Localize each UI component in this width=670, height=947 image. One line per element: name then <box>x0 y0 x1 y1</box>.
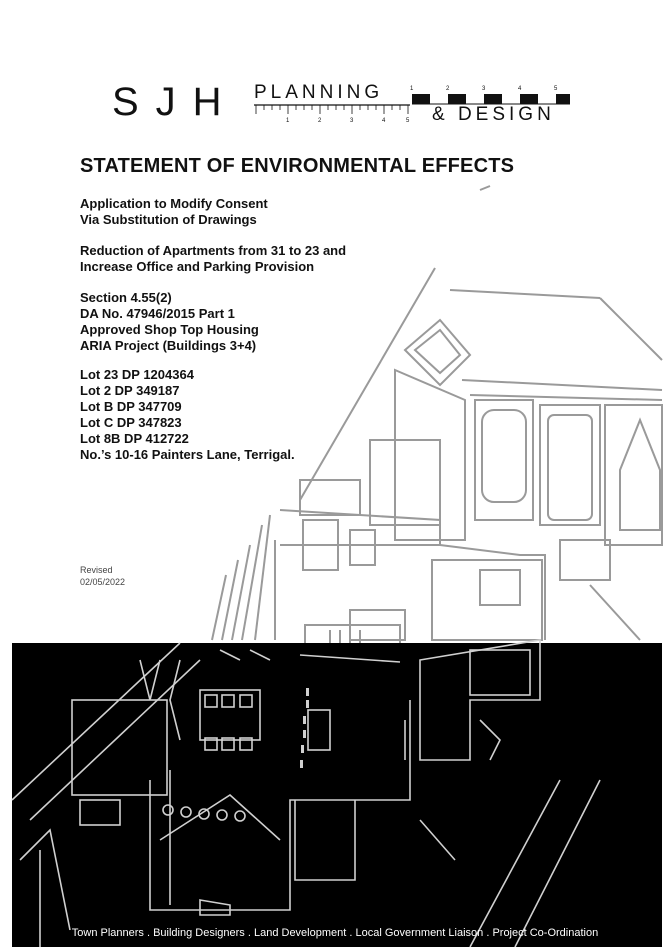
ruler-top-number-3: 3 <box>482 86 486 92</box>
plan-lower-dashes <box>300 688 309 768</box>
revised-label: Revised <box>80 565 113 575</box>
ruler-top-number-1: 1 <box>410 86 414 92</box>
logo-planning-text: PLANNING <box>254 82 384 103</box>
lot-line: Lot B DP 347709 <box>80 399 182 414</box>
lot-line: Lot 23 DP 1204364 <box>80 367 194 382</box>
revised-date: 02/05/2022 <box>80 577 126 587</box>
lot-line: Lot C DP 347823 <box>80 415 182 430</box>
ruler-bottom-number-1: 1 <box>286 118 290 124</box>
ruler-bottom-number-4: 4 <box>382 118 386 124</box>
application-line: Via Substitution of Drawings <box>80 212 257 227</box>
ruler-top-number-5: 5 <box>554 86 558 92</box>
section-line: Approved Shop Top Housing <box>80 322 259 337</box>
lots-block: Lot 23 DP 1204364 Lot 2 DP 349187 Lot B … <box>80 367 295 463</box>
ruler-bottom-number-3: 3 <box>350 118 354 124</box>
ruler-top-number-2: 2 <box>446 86 450 92</box>
lot-line: Lot 2 DP 349187 <box>80 383 180 398</box>
section-block: Section 4.55(2) DA No. 47946/2015 Part 1… <box>80 290 259 354</box>
footer-services: Town Planners . Building Designers . Lan… <box>71 927 599 939</box>
ruler-bottom-number-5: 5 <box>406 118 410 124</box>
application-block: Application to Modify Consent Via Substi… <box>80 196 268 228</box>
reduction-block: Reduction of Apartments from 31 to 23 an… <box>80 243 346 275</box>
revised-note: Revised 02/05/2022 <box>80 564 125 588</box>
logo-design-text: & DESIGN <box>432 104 555 125</box>
logo-ruler-graphic: 1 2 3 4 5 1 2 3 4 5 <box>254 86 570 124</box>
section-line: DA No. 47946/2015 Part 1 <box>80 306 235 321</box>
plan-upper-lines <box>211 185 663 646</box>
plan-lower-lines <box>11 639 601 947</box>
ruler-top-number-4: 4 <box>518 86 522 92</box>
ruler-bottom-number-2: 2 <box>318 118 322 124</box>
company-logo: SJH 1 2 3 4 <box>112 80 572 130</box>
lot-line: Lot 8B DP 412722 <box>80 431 189 446</box>
document-title: STATEMENT OF ENVIRONMENTAL EFFECTS <box>80 155 515 177</box>
section-line: Section 4.55(2) <box>80 290 172 305</box>
section-line: ARIA Project (Buildings 3+4) <box>80 338 257 353</box>
address-line: No.’s 10-16 Painters Lane, Terrigal. <box>80 447 295 462</box>
reduction-line: Reduction of Apartments from 31 to 23 an… <box>80 243 347 258</box>
application-line: Application to Modify Consent <box>80 196 268 211</box>
logo-sjh-text: SJH <box>112 80 239 124</box>
reduction-line: Increase Office and Parking Provision <box>80 259 315 274</box>
